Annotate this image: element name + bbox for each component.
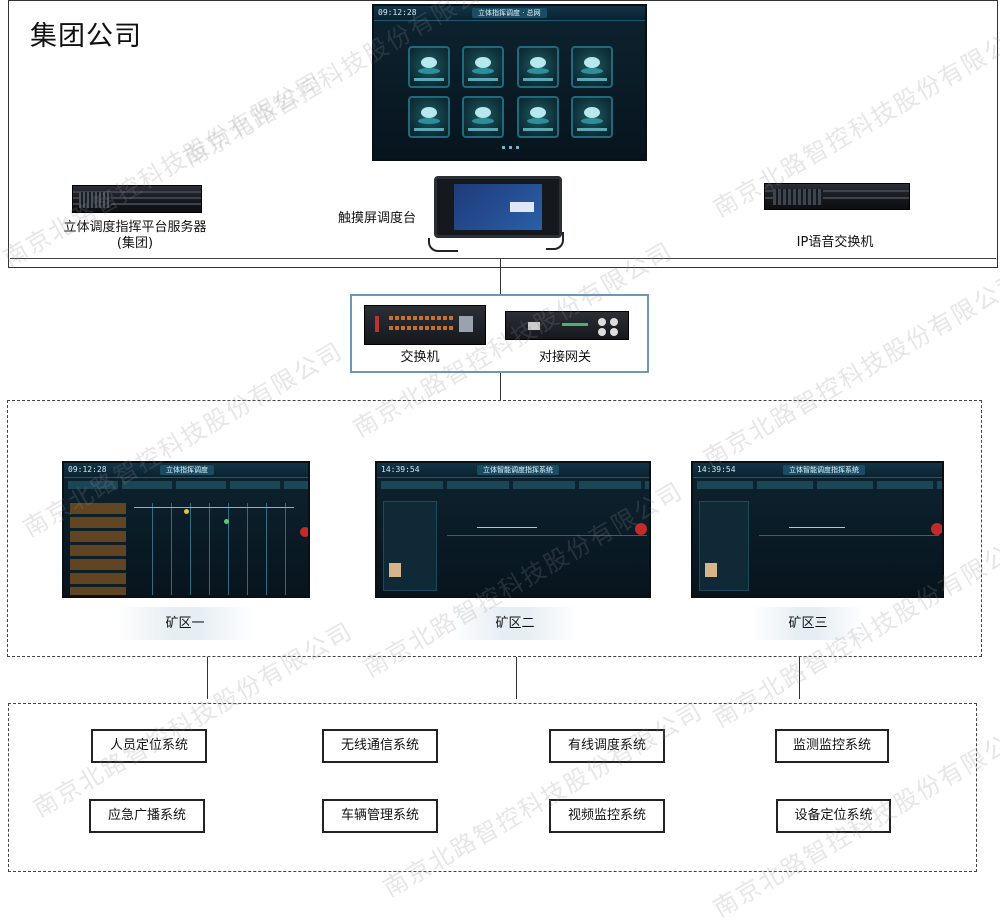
screen-title: 立体智能调度指挥系统 bbox=[783, 465, 865, 475]
connector-mine-3 bbox=[799, 657, 800, 699]
mine-3-label: 矿区三 bbox=[752, 607, 864, 640]
system-wired-dispatch: 有线调度系统 bbox=[549, 729, 665, 763]
system-emergency-broadcast: 应急广播系统 bbox=[89, 799, 205, 833]
connector-group-network bbox=[500, 258, 501, 294]
screen-page-dots bbox=[502, 146, 522, 149]
screen-clock: 09:12:28 bbox=[68, 465, 107, 474]
system-vehicle-management: 车辆管理系统 bbox=[322, 799, 438, 833]
group-network-line bbox=[10, 258, 996, 259]
screen-tile-4 bbox=[571, 46, 613, 88]
screen-title: 立体指挥调度 · 总网 bbox=[472, 8, 547, 18]
screen-tile-8 bbox=[571, 96, 613, 138]
mine-1-screen: 09:12:28 立体指挥调度 bbox=[62, 461, 310, 598]
gateway-label: 对接网关 bbox=[538, 350, 591, 365]
screen-tile-1 bbox=[408, 46, 450, 88]
platform-server-label: 立体调度指挥平台服务器 bbox=[63, 220, 207, 235]
screen-title: 立体指挥调度 bbox=[160, 465, 214, 475]
gateway-image bbox=[505, 311, 629, 340]
system-monitoring-control: 监测监控系统 bbox=[775, 729, 889, 763]
screen-tile-3 bbox=[517, 46, 559, 88]
ip-voice-switch-image bbox=[764, 183, 910, 210]
screen-tile-5 bbox=[408, 96, 450, 138]
screen-tile-2 bbox=[462, 46, 504, 88]
screen-clock: 14:39:54 bbox=[381, 465, 420, 474]
platform-server-image bbox=[72, 185, 202, 213]
group-dispatch-screen: 09:12:28 立体指挥调度 · 总网 bbox=[372, 4, 647, 161]
mine-2-screen: 14:39:54 立体智能调度指挥系统 bbox=[375, 461, 651, 598]
group-company-title: 集团公司 bbox=[30, 21, 142, 52]
screen-clock: 14:39:54 bbox=[697, 465, 736, 474]
switch-label: 交换机 bbox=[400, 350, 440, 365]
connector-mine-2 bbox=[516, 657, 517, 699]
mine-3-screen: 14:39:54 立体智能调度指挥系统 bbox=[691, 461, 944, 598]
touch-console-image bbox=[428, 172, 568, 254]
system-personnel-positioning: 人员定位系统 bbox=[91, 729, 207, 763]
mine-2-label: 矿区二 bbox=[450, 607, 580, 640]
screen-title: 立体智能调度指挥系统 bbox=[477, 465, 559, 475]
subsystems-panel bbox=[8, 703, 977, 872]
screen-tile-6 bbox=[462, 96, 504, 138]
system-video-surveillance: 视频监控系统 bbox=[549, 799, 665, 833]
switch-image bbox=[364, 305, 486, 345]
system-equipment-positioning: 设备定位系统 bbox=[776, 799, 891, 833]
screen-clock: 09:12:28 bbox=[378, 8, 417, 17]
platform-server-sublabel: (集团) bbox=[116, 236, 154, 251]
ip-voice-switch-label: IP语音交换机 bbox=[796, 235, 874, 250]
mine-1-label: 矿区一 bbox=[115, 607, 255, 640]
mine-areas-panel bbox=[7, 400, 982, 657]
connector-mine-1 bbox=[207, 657, 208, 699]
screen-tile-7 bbox=[517, 96, 559, 138]
touch-console-label: 触摸屏调度台 bbox=[337, 211, 416, 226]
system-wireless-communication: 无线通信系统 bbox=[322, 729, 438, 763]
connector-network-mines bbox=[500, 373, 501, 400]
